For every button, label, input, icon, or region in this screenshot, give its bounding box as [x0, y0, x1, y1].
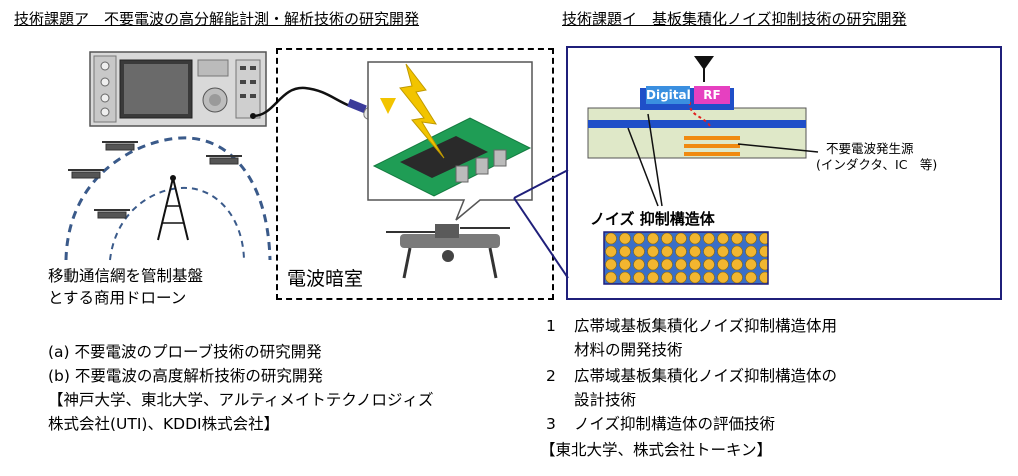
substrate-cross-section	[587, 56, 819, 207]
source-label-line1: 不要電波発生源	[826, 141, 914, 156]
spectrum-analyzer-icon	[89, 51, 267, 127]
right-title: 技術課題イ 基板集積化ノイズ抑制技術の研究開発	[562, 10, 907, 28]
right-item-2-num: 2	[546, 367, 556, 385]
drone-icon	[386, 224, 510, 279]
right-item-2-line1: 広帯域基板集積化ノイズ抑制構造体の	[574, 367, 838, 385]
source-label-line2: (インダクタ、IC 等)	[816, 157, 938, 172]
right-item-3-num: 3	[546, 415, 556, 433]
network-label-line2: とする商用ドローン	[48, 289, 187, 307]
digital-chip: Digital	[646, 86, 691, 104]
left-partners-line2: 株式会社(UTI)、KDDI株式会社】	[48, 415, 280, 433]
left-item-a: (a) 不要電波のプローブ技術の研究開発	[48, 343, 322, 361]
rf-chip: RF	[694, 86, 730, 104]
anechoic-chamber	[276, 48, 554, 300]
left-item-b: (b) 不要電波の高度解析技術の研究開発	[48, 367, 323, 385]
noise-suppression-panel	[566, 46, 1002, 300]
right-item-1-line1: 広帯域基板集積化ノイズ抑制構造体用	[574, 317, 838, 335]
right-item-3-line1: ノイズ抑制構造体の評価技術	[574, 415, 776, 433]
callout-lines	[513, 169, 569, 279]
left-partners-line1: 【神戸大学、東北大学、アルティメイトテクノロジィズ	[48, 391, 434, 409]
left-title: 技術課題ア 不要電波の高分解能計測・解析技術の研究開発	[14, 10, 420, 28]
right-item-1-num: 1	[546, 317, 556, 335]
network-label-line1: 移動通信網を管制基盤	[48, 267, 204, 285]
pcb-bubble	[367, 61, 533, 221]
drone-network-icon	[64, 136, 272, 261]
chamber-label: 電波暗室	[287, 268, 364, 290]
structure-label: ノイズ 抑制構造体	[590, 210, 715, 228]
structure-pattern	[603, 231, 769, 285]
right-partners: 【東北大学、株式会社トーキン】	[540, 441, 773, 459]
right-item-1-line2: 材料の開発技術	[574, 341, 683, 359]
right-item-2-line2: 設計技術	[574, 391, 637, 409]
